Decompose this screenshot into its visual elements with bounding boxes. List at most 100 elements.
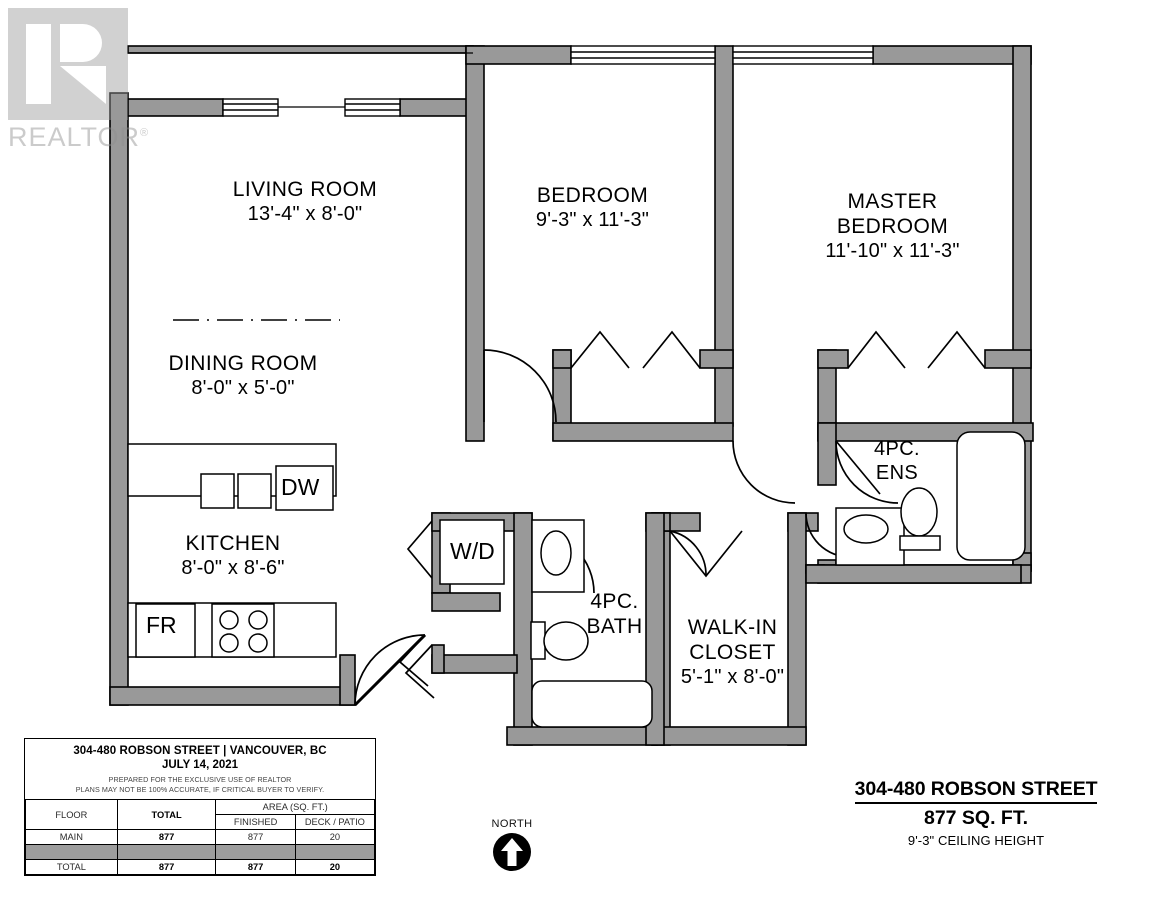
bath-main-name-line2: BATH [586,614,643,638]
stove-burner-4 [248,633,268,653]
wall-hall-jamb [431,644,445,674]
appliance-washer-dryer [439,519,505,585]
window-master-top [732,45,874,65]
compass-label: NORTH [491,818,533,830]
door-panel-ensuite [835,440,881,495]
wall-bath-bottom [506,726,658,746]
cell-main-floor: MAIN [25,829,118,845]
title-area: 877 SQ. FT. [923,807,1029,829]
kitchen-dimensions: 8'-0" x 8'-6" [181,556,285,579]
title-ceiling-height: 9'-3" CEILING HEIGHT [907,833,1045,848]
table-row: MAIN 877 877 20 [25,829,376,845]
door-swing-entry [354,634,426,706]
slider-track-group [128,52,473,108]
title-block: 304-480 ROBSON STREET 877 SQ. FT. 9'-3" … [826,778,1126,848]
table-header-row-1: FLOOR TOTAL AREA (SQ. FT.) [25,799,375,830]
appliance-refrigerator [135,603,196,658]
toilet-tank-ensuite [899,535,941,551]
door-bifold-laundry [406,520,433,579]
door-bifold-master-closet-b [927,330,986,369]
bedroom-name: BEDROOM [536,184,649,207]
spacer-cell-3 [215,844,296,860]
wall-master-closet-notch-l [817,349,849,369]
dishwasher-label: DW [281,474,320,500]
wall-bedroom-left [465,45,485,442]
living-room-dimensions: 13'-4" x 8'-0" [247,202,363,225]
th-floor: FLOOR [25,799,118,830]
room-label-living-room: LIVING ROOM 13'-4" x 8'-0" [200,178,410,226]
north-arrow-icon [493,833,531,871]
stove-burner-1 [219,610,239,630]
room-label-walk-in-closet: WALK-IN CLOSET 5'-1" x 8'-0" [655,616,810,689]
cell-main-finished: 877 [215,829,296,845]
wall-balcony-right-seg [399,98,474,117]
kitchen-group [127,443,337,658]
cell-main-deck: 20 [294,829,376,845]
walk-in-closet-name-line1: WALK-IN [687,616,778,639]
wall-exterior-left [109,92,129,706]
wall-bedroom-closet-notch-r [699,349,734,369]
title-address: 304-480 ROBSON STREET [854,778,1098,804]
wall-lower-right [805,564,1022,584]
wall-laundry-bottom [431,592,501,612]
window-balcony-panel-right [344,98,401,117]
kitchen-name: KITCHEN [185,532,281,555]
table-total-row: TOTAL 877 877 20 [25,859,376,875]
sink-bath [540,530,572,576]
bedroom-dimensions: 9'-3" x 11'-3" [535,208,650,231]
toilet-bowl-bath [543,621,589,661]
room-label-kitchen: KITCHEN 8'-0" x 8'-6" [128,532,338,580]
wall-bedroom-top-solid [465,45,572,65]
door-entry-leaf [398,634,429,687]
info-disclaimer-2: PLANS MAY NOT BE 100% ACCURATE, IF CRITI… [75,785,325,794]
dining-room-dimensions: 8'-0" x 5'-0" [191,376,295,399]
door-bifold-master-closet-a [847,330,906,369]
wall-ens-left-upper [817,422,837,486]
room-label-bedroom: BEDROOM 9'-3" x 11'-3" [490,184,695,232]
info-box-header: 304-480 ROBSON STREET | VANCOUVER, BC JU… [25,739,375,799]
appliance-dishwasher [275,465,334,511]
bath-main-name-line1: 4PC. [590,590,639,613]
door-swing-ensuite-arc [835,440,899,504]
window-balcony-panel-left [222,98,279,117]
door-bifold-hall-closet [404,644,435,699]
cell-main-total: 877 [116,829,217,845]
sink-basin-right [237,473,272,509]
bathtub-ensuite [956,431,1026,561]
wall-bath-left [513,512,533,746]
walk-in-closet-name-line2: CLOSET [689,640,776,664]
wall-master-top-solid [872,45,1032,65]
bathtub-main [531,680,653,728]
door-group [353,330,986,707]
th-finished: FINISHED [215,814,296,830]
sink-basin-left [200,473,235,509]
room-label-ensuite: 4PC. ENS [852,438,942,485]
spacer-cell-2 [116,844,217,860]
th-total: TOTAL [116,799,217,830]
info-address: 304-480 ROBSON STREET | VANCOUVER, BC [73,745,327,757]
th-area-group: AREA (SQ. FT.) [215,799,375,815]
spacer-cell-4 [294,844,376,860]
info-box: 304-480 ROBSON STREET | VANCOUVER, BC JU… [24,738,376,876]
wall-balcony-left-seg [127,98,224,117]
sink-ensuite [843,514,889,544]
compass: NORTH [466,818,558,877]
wall-bedroom-closet-bottom [552,422,734,442]
door-swing-wic-arc [669,530,707,577]
wall-wic-bottom [651,726,807,746]
area-table: FLOOR TOTAL AREA (SQ. FT.) FINISHED DECK… [25,799,376,875]
info-disclaimer-1: PREPARED FOR THE EXCLUSIVE USE OF REALTO… [108,775,292,784]
washer-dryer-label: W/D [450,538,495,564]
room-label-bath-main: 4PC. BATH [567,590,662,640]
wall-entry-jamb-left [339,654,356,706]
stove-burner-3 [219,633,239,653]
th-deck-patio: DECK / PATIO [294,814,376,830]
cell-total-total: 877 [116,859,217,875]
ensuite-name-line1: 4PC. [873,438,921,460]
dining-room-name: DINING ROOM [168,352,318,375]
wall-group [109,45,1034,746]
toilet-tank-bath [530,621,546,660]
wall-exterior-bottom-left [109,686,356,706]
